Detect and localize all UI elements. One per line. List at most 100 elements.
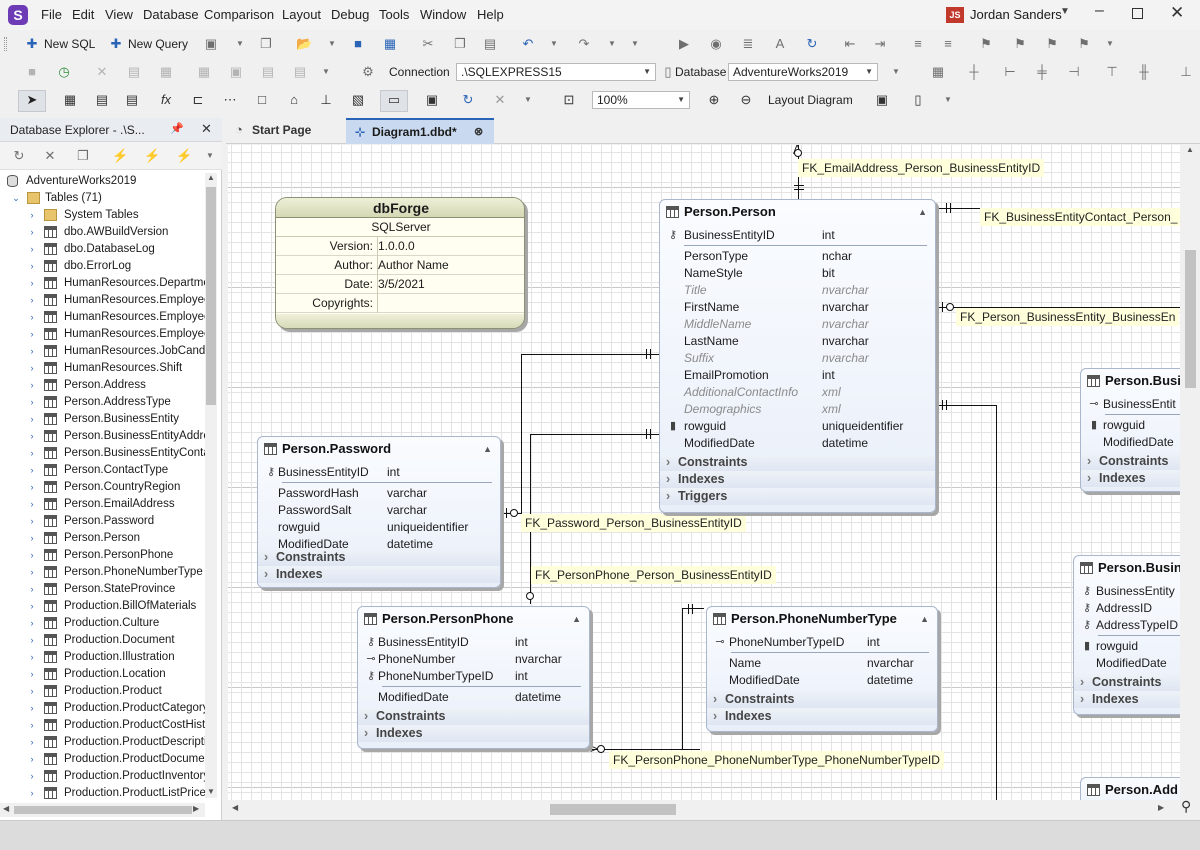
chevron-down-icon[interactable]: ▼ <box>944 95 952 104</box>
chevron-right-icon[interactable]: › <box>30 465 34 475</box>
entity-field[interactable]: ▮rowguid <box>1074 638 1180 655</box>
chevron-right-icon[interactable]: › <box>30 686 34 696</box>
undo-icon[interactable]: ↶ <box>522 36 534 51</box>
format-icon[interactable]: ≣ <box>742 36 754 51</box>
tree-item[interactable]: ›Person.Person <box>0 530 205 547</box>
tree-item[interactable]: ›Production.ProductDescriptio <box>0 734 205 751</box>
entity-person-phonenumbertype[interactable]: Person.PhoneNumberType▲⊸PhoneNumberTypeI… <box>706 606 938 732</box>
print-icon[interactable]: ▣ <box>425 92 439 107</box>
chevron-down-icon[interactable]: ▼ <box>631 39 639 48</box>
tree-item[interactable]: ›Person.ContactType <box>0 462 205 479</box>
tree-item[interactable]: ›HumanResources.EmployeeD <box>0 309 205 326</box>
tree-item[interactable]: ›Person.CountryRegion <box>0 479 205 496</box>
new-table-icon[interactable]: ▦ <box>63 92 77 107</box>
user-name[interactable]: Jordan Sanders <box>970 7 1062 22</box>
menu-help[interactable]: Help <box>477 7 504 22</box>
entity-section[interactable]: Indexes <box>660 471 935 488</box>
new-query-icon[interactable]: ✚ <box>110 36 122 51</box>
tree-item[interactable]: ›Person.AddressType <box>0 394 205 411</box>
zoom-in-icon[interactable]: ⊕ <box>708 92 720 107</box>
entity-section[interactable]: Triggers <box>660 488 935 505</box>
indent-icon[interactable]: ⇥ <box>874 36 886 51</box>
fk-password[interactable]: FK_Password_Person_BusinessEntityID <box>521 514 746 532</box>
entity-section[interactable]: Constraints <box>1074 674 1180 691</box>
save-icon[interactable]: ■ <box>354 36 362 51</box>
tree-item[interactable]: ›dbo.ErrorLog <box>0 258 205 275</box>
entity-section[interactable]: Indexes <box>258 566 500 583</box>
frame-icon[interactable]: □ <box>258 92 266 107</box>
scroll-up-icon[interactable]: ▲ <box>207 173 215 182</box>
bookmark-next-icon[interactable]: ⚑ <box>1046 36 1058 51</box>
entity-person-address[interactable]: Person.Add <box>1080 777 1180 800</box>
collapse-icon[interactable]: ▲ <box>572 614 581 624</box>
bookmark-icon[interactable]: ⚑ <box>980 36 992 51</box>
tree-item[interactable]: ›Production.ProductInventory <box>0 768 205 785</box>
zoom-fit-icon[interactable]: ⊡ <box>563 92 575 107</box>
chevron-right-icon[interactable]: › <box>30 618 34 628</box>
close-tab-icon[interactable]: ⊗ <box>474 126 484 138</box>
database-select[interactable]: AdventureWorks2019 ▼ <box>728 63 878 81</box>
chevron-right-icon[interactable]: › <box>30 244 34 254</box>
remove-connection-icon[interactable]: ⚡ <box>176 148 193 163</box>
chevron-right-icon[interactable]: › <box>30 788 34 798</box>
chevron-down-icon[interactable]: ▼ <box>550 39 558 48</box>
chevron-right-icon[interactable]: › <box>30 227 34 237</box>
tree-item[interactable]: ›HumanResources.Departmen <box>0 275 205 292</box>
chevron-right-icon[interactable]: › <box>30 754 34 764</box>
tree-item[interactable]: ›Production.ProductDocument <box>0 751 205 768</box>
tree-item[interactable]: ›Production.Illustration <box>0 649 205 666</box>
tree-item[interactable]: ›Person.BusinessEntityContac <box>0 445 205 462</box>
entity-section[interactable]: Indexes <box>1081 470 1180 487</box>
camera-icon[interactable]: ◉ <box>710 36 722 51</box>
bookmark-prev-icon[interactable]: ⚑ <box>1014 36 1026 51</box>
table-icon[interactable]: ▦ <box>159 64 173 79</box>
disconnect-icon[interactable]: ✕ <box>96 64 108 79</box>
user-avatar[interactable]: JS <box>946 7 964 23</box>
open-folder-icon[interactable]: 📂 <box>296 36 313 51</box>
diagram-canvas[interactable]: ⋀ > FK_EmailAddress_Person_BusinessEntit… <box>228 145 1180 800</box>
cut-icon[interactable]: ✂ <box>422 36 434 51</box>
user-dropdown-icon[interactable]: ▼ <box>1060 6 1070 17</box>
entity-section[interactable]: Constraints <box>660 454 935 471</box>
align-vcenter-icon[interactable]: ╫ <box>1139 64 1149 79</box>
menu-window[interactable]: Window <box>420 7 467 22</box>
chevron-right-icon[interactable]: › <box>30 720 34 730</box>
tree-item[interactable]: ›HumanResources.EmployeeP <box>0 326 205 343</box>
container-icon[interactable]: ⋯ <box>223 92 237 107</box>
chevron-right-icon[interactable]: › <box>30 397 34 407</box>
entity-field[interactable]: ⚷BusinessEntity <box>1074 583 1180 600</box>
close-window-icon[interactable]: ✕ <box>1170 3 1185 22</box>
scroll-thumb[interactable] <box>206 187 216 405</box>
tree-item[interactable]: ›HumanResources.JobCandida <box>0 343 205 360</box>
chevron-right-icon[interactable]: › <box>30 703 34 713</box>
chevron-right-icon[interactable]: › <box>30 516 34 526</box>
fk-email-address[interactable]: FK_EmailAddress_Person_BusinessEntityID <box>798 159 1045 177</box>
relation-icon[interactable]: ⊏ <box>192 92 204 107</box>
scroll-left-icon[interactable]: ◀ <box>3 804 10 813</box>
tree-item[interactable]: ›Production.Culture <box>0 615 205 632</box>
chevron-down-icon[interactable]: ▼ <box>524 95 532 104</box>
execute-icon[interactable]: ▶ <box>679 36 689 51</box>
font-icon[interactable]: A <box>775 36 785 51</box>
entity-title[interactable]: Person.PersonPhone▲ <box>358 607 589 631</box>
entity-title[interactable]: Person.PhoneNumberType▲ <box>707 607 937 631</box>
chevron-right-icon[interactable]: › <box>30 278 34 288</box>
tree-tables[interactable]: ⌄ Tables (71) <box>0 190 205 207</box>
chevron-down-icon[interactable]: ▼ <box>236 39 244 48</box>
copy-icon[interactable]: ❐ <box>454 36 466 51</box>
stamp-icon[interactable]: ⌂ <box>290 92 298 107</box>
align-center-icon[interactable]: ┼ <box>969 64 979 79</box>
tree-item[interactable]: ›Person.PhoneNumberType <box>0 564 205 581</box>
entity-field[interactable]: ▮rowguid <box>1081 417 1180 434</box>
